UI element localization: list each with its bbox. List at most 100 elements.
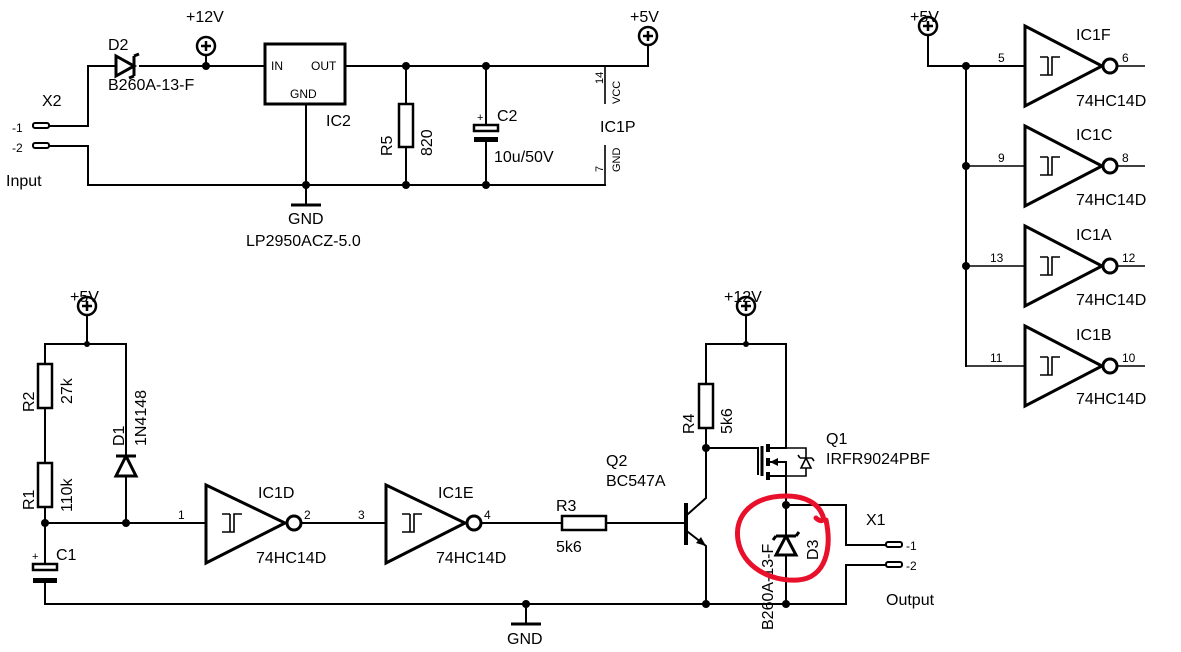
ic1b-out-pin: 10 [1122,351,1136,365]
ic1a-out-pin: 12 [1122,251,1136,265]
r3-resistor [560,514,608,532]
ic1f-gate [1023,23,1145,109]
junction-12v-bottom [743,341,749,347]
c2-name: C2 [497,108,518,125]
q1-mosfet [760,343,815,501]
ic1a-gate [966,223,1145,309]
regulator-section: X2 -1 -2 Input D2 B260A-13-F +12V IN OUT… [6,9,659,250]
r2-name: R2 [21,391,38,412]
p12v-bottom-label: +12V [724,289,762,306]
q2-value: BC547A [606,473,666,490]
junction-q2-gnd [702,600,710,608]
junction-c2-top [482,62,490,70]
ic1c-value: 74HC14D [1076,192,1146,209]
ic2-gnd-label: GND [290,87,317,101]
ic2-value: LP2950ACZ-5.0 [246,233,361,250]
ic1c-name: IC1C [1076,127,1112,144]
ic1p-gnd-label: GND [611,148,623,173]
c1-plate-neg [33,578,57,583]
r5-name: R5 [379,135,396,156]
x2-pin1-label: -1 [12,121,23,135]
x1-pin2-label: -2 [906,559,917,573]
ic1a-value: 74HC14D [1076,292,1146,309]
p5v-top-symbol [637,25,659,58]
ic1e-gate [384,482,483,566]
ic1p-gnd-pin: 7 [594,166,606,172]
ic2-name: IC2 [326,113,351,130]
junction-c2-bottom [482,181,490,189]
r1-name: R1 [21,489,38,510]
r3-name: R3 [556,498,577,515]
d3-diode [771,531,801,557]
ic1e-value: 74HC14D [436,550,506,567]
d1-value: 1N4148 [133,390,150,446]
c2-plate-pos [472,123,500,133]
x1-pin1-label: -1 [906,539,917,553]
ic1f-out-pin: 6 [1122,51,1129,65]
x1-name: X1 [866,512,886,529]
p5v-top-label: +5V [630,9,659,26]
q2-transistor [684,447,707,605]
c2-plus: + [477,112,483,124]
ic1b-gate [966,323,1145,409]
d1-name: D1 [111,425,128,446]
ic1c-out-pin: 8 [1122,151,1129,165]
ic1e-in-pin: 3 [358,508,365,522]
output-label: Output [886,592,935,609]
ic1a-name: IC1A [1076,227,1112,244]
ic1d-name: IC1D [258,485,294,502]
r5-resistor [397,102,415,149]
c1-plus: + [32,551,38,563]
ic2-body [263,42,347,106]
ic1c-gate [966,123,1145,209]
spare-gates-section: +5V 5 6 IC1F 74HC14D 9 8 IC1C 74HC14D [910,9,1146,409]
gnd-bottom-label: GND [507,631,543,648]
junction-r4-q2 [702,444,710,452]
x2-pin1 [32,122,50,129]
gnd-top-label: GND [288,211,324,228]
wire-5v-left [44,325,127,345]
ic1d-gate [204,482,303,566]
ic1p-vcc-label: VCC [611,81,623,104]
ic1p-vcc-pin: 14 [594,72,606,84]
ic1d-out-pin: 2 [304,508,311,522]
d2-name: D2 [108,37,129,54]
r3-value: 5k6 [556,539,582,556]
r4-resistor [697,382,715,430]
x2-pin2 [32,142,50,149]
wire-input-plus [48,65,115,127]
x1-pin2 [885,561,903,568]
r1-value: 110k [59,477,76,512]
d1-diode [113,452,139,478]
x2-label: X2 [42,93,62,110]
r1-resistor [36,461,54,509]
r4-name: R4 [681,413,698,434]
r2-resistor [36,362,54,410]
d3-value: B260A-13-F [760,544,777,630]
r5-value: 820 [419,129,436,156]
junction-12v-top [202,62,210,70]
wire-5v-gates [927,45,1026,67]
ic1e-out-pin: 4 [484,508,491,522]
q1-name: Q1 [826,431,847,448]
r4-value: 5k6 [719,408,736,434]
p12v-top-symbol [195,35,217,68]
r2-value: 27k [59,377,76,404]
d2-value: B260A-13-F [108,77,194,94]
junction-r5-bottom [402,181,410,189]
ic1e-name: IC1E [438,485,474,502]
c2-plate-neg [474,137,498,142]
ic2-in-label: IN [271,59,283,73]
p5v-right-label: +5V [910,9,939,26]
ic1f-in-pin: 5 [998,51,1005,65]
ic1b-name: IC1B [1076,327,1112,344]
junction-ic2-gnd [302,181,310,189]
wire-output-2 [845,564,887,605]
highlight-circle [735,493,831,583]
ic2-out-label: OUT [311,59,337,73]
p12v-top-label: +12V [186,9,224,26]
ic1b-value: 74HC14D [1076,391,1146,408]
junction-r5-top [402,62,410,70]
driver-section: +5V R2 27k R1 110k + C1 D1 1N4148 1 [21,289,935,648]
ic1p-name: IC1P [600,119,636,136]
